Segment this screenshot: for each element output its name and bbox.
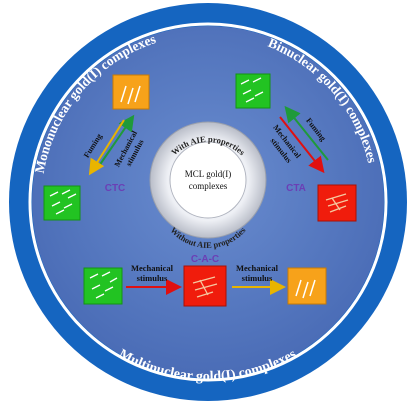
cta-green-molecules-icon	[240, 77, 264, 103]
ctc-fuming-arrow	[98, 114, 135, 167]
ctc-mechanical-arrow	[88, 119, 125, 176]
cac-label: C-A-C	[191, 254, 219, 265]
cac-section: Mechanical stimulus Mechanical stimulus …	[83, 254, 327, 307]
outer-ring-border	[28, 22, 388, 382]
cta-label: CTA	[286, 183, 306, 194]
cta-fuming-arrow	[284, 105, 329, 161]
ctc-section: Fuming Mechanical stimulus CTC	[43, 74, 150, 221]
cta-green-crystal	[235, 73, 271, 109]
ctc-green-crystal	[43, 185, 81, 221]
cac-green-crystal	[83, 267, 123, 305]
cac-arrow1-label-2: stimulus	[137, 273, 168, 283]
ctc-orange-molecules-icon	[120, 85, 141, 105]
cac-arrow2-label-2: stimulus	[242, 273, 273, 283]
cac-arrow2-label-1: Mechanical	[236, 263, 279, 273]
cac-red-molecules-icon	[192, 276, 218, 298]
cac-red-crystal	[183, 265, 227, 307]
cac-arrow1-label-1: Mechanical	[131, 263, 174, 273]
ctc-label: CTC	[105, 183, 126, 194]
ctc-green-molecules-icon	[49, 189, 77, 215]
core-line-2: complexes	[189, 181, 228, 191]
cta-mechanical-arrow	[279, 116, 325, 174]
cta-red-molecules-icon	[325, 193, 349, 213]
cac-orange-molecules-icon	[295, 279, 316, 299]
core-line-1: MCL gold(I)	[185, 169, 231, 179]
center-core-circle	[169, 141, 247, 219]
cac-green-molecules-icon	[89, 271, 118, 299]
